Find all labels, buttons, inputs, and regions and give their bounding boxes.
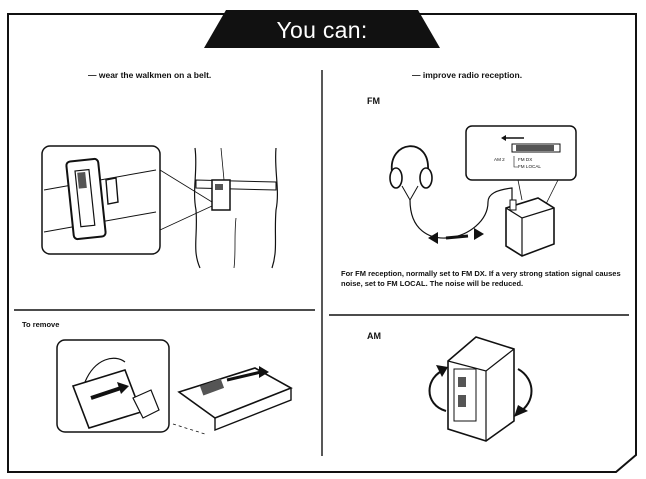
fm-instructions: For FM reception, normally set to FM DX.…	[341, 269, 621, 288]
slide-arrow-left	[90, 386, 122, 400]
page-frame	[7, 13, 637, 473]
switch-label-fm-dx: FM DX	[518, 157, 532, 162]
radio-caption: — improve radio reception.	[412, 70, 523, 80]
slide-arrow-right	[226, 370, 262, 382]
header-banner	[204, 10, 440, 48]
belt-caption: — wear the walkmen on a belt.	[88, 70, 212, 80]
switch-label-fm-local: FM LOCAL	[518, 164, 541, 169]
cord-arrow	[445, 234, 469, 240]
remove-caption: To remove	[22, 320, 60, 329]
switch-label-am: AM 2	[494, 157, 505, 162]
am-label: AM	[367, 331, 381, 341]
fm-label: FM	[367, 96, 380, 106]
walkman-device	[505, 197, 555, 257]
header-title: You can:	[276, 17, 368, 43]
rotate-arrow-left	[428, 368, 447, 412]
belt-illustration	[41, 145, 279, 269]
fm-illustration: AM 2 FM DX FM LOCAL	[389, 125, 577, 257]
remove-illustration	[56, 339, 293, 435]
am-illustration	[428, 336, 533, 442]
